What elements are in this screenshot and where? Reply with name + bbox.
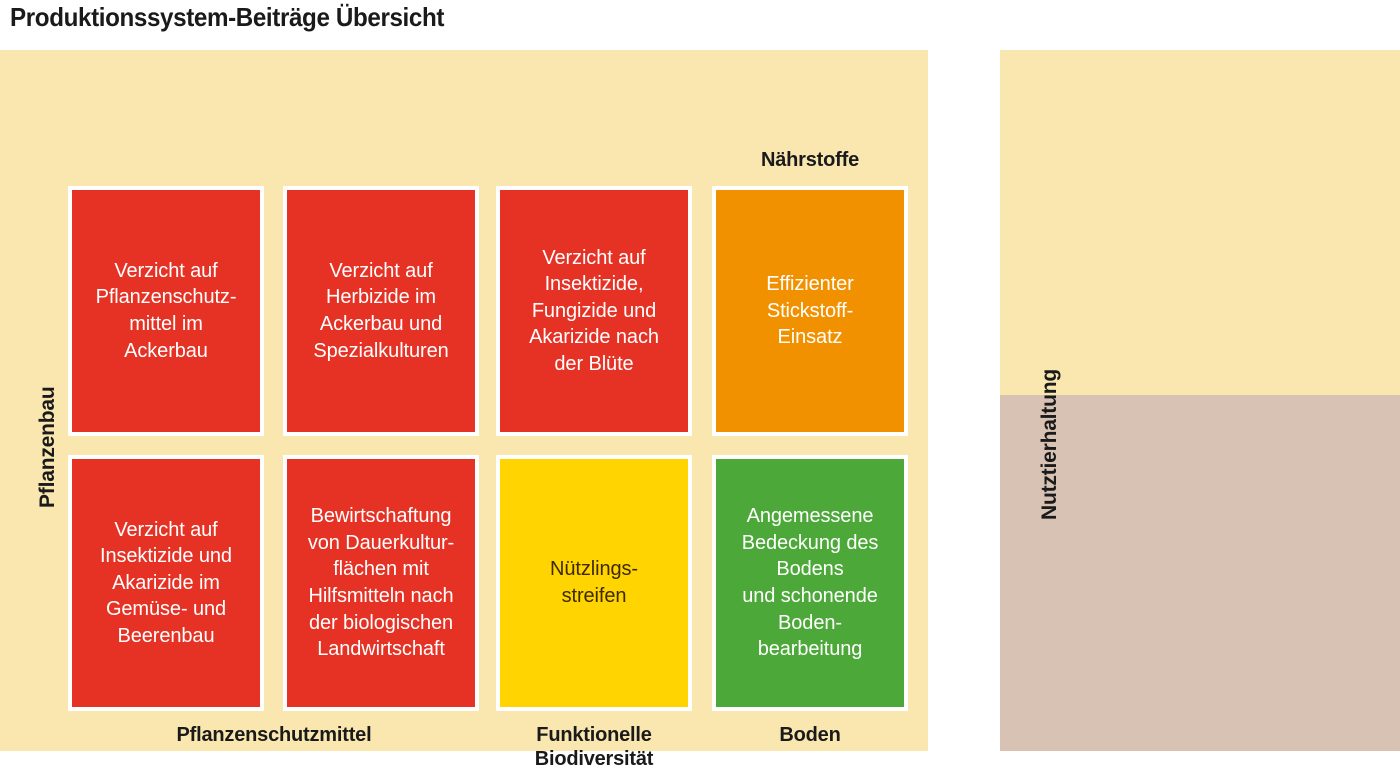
page-title: Produktionssystem-Beiträge Übersicht: [10, 2, 445, 32]
column-footer-soil: Boden: [779, 724, 841, 746]
card-insektizide-akarizide-gemuese-beerenbau[interactable]: Verzicht auf Insektizide und Akarizide i…: [68, 455, 264, 711]
card-label: Verzicht auf Insektizide, Fungizide und …: [529, 246, 659, 375]
axis-label-nutztierhaltung: Nutztierhaltung: [1038, 369, 1061, 520]
card-herbizide[interactable]: Verzicht auf Herbizide im Ackerbau und S…: [283, 186, 479, 436]
card-label: Effizienter Stickstoff- Einsatz: [766, 273, 854, 349]
card-label: Verzicht auf Pflanzenschutz- mittel im A…: [95, 259, 237, 362]
card-psm-ackerbau[interactable]: Verzicht auf Pflanzenschutz- mittel im A…: [68, 186, 264, 436]
axis-label-pflanzenbau: Pflanzenbau: [36, 386, 59, 508]
card-insektizide-fungizide-akarizide-nach-bluete[interactable]: Verzicht auf Insektizide, Fungizide und …: [496, 186, 692, 436]
card-effizienter-stickstoff-einsatz[interactable]: Effizienter Stickstoff- Einsatz: [712, 186, 908, 436]
card-bodenbedeckung-bodenbearbeitung[interactable]: Angemessene Bedeckung des Bodens und sch…: [712, 455, 908, 711]
column-header-nutrients: Nährstoffe: [760, 149, 859, 171]
card-nuetzlingsstreifen[interactable]: Nützlings- streifen: [496, 455, 692, 711]
column-footer-plant-protection: Pflanzenschutzmittel: [176, 724, 372, 746]
card-label: Angemessene Bedeckung des Bodens und sch…: [741, 505, 879, 661]
crop-production-panel: Nährstoffe Verzicht auf Pflanzenschutz- …: [0, 50, 928, 770]
card-label: Verzicht auf Herbizide im Ackerbau und S…: [313, 259, 449, 362]
card-label: Verzicht auf Insektizide und Akarizide i…: [100, 518, 232, 647]
card-label: Bewirtschaftung von Dauerkultur- flächen…: [307, 505, 455, 661]
card-label: Nützlings- streifen: [550, 558, 638, 607]
livestock-panel-lower-background: [1000, 395, 1400, 751]
column-footer-biodiversity: Funktionelle Biodiversität: [534, 724, 654, 771]
card-bewirtschaftung-dauerkulturflaechen[interactable]: Bewirtschaftung von Dauerkultur- flächen…: [283, 455, 479, 711]
livestock-panel: Tierwohl/Nährstoffe Förderung Weidehaltu…: [1000, 50, 1400, 751]
